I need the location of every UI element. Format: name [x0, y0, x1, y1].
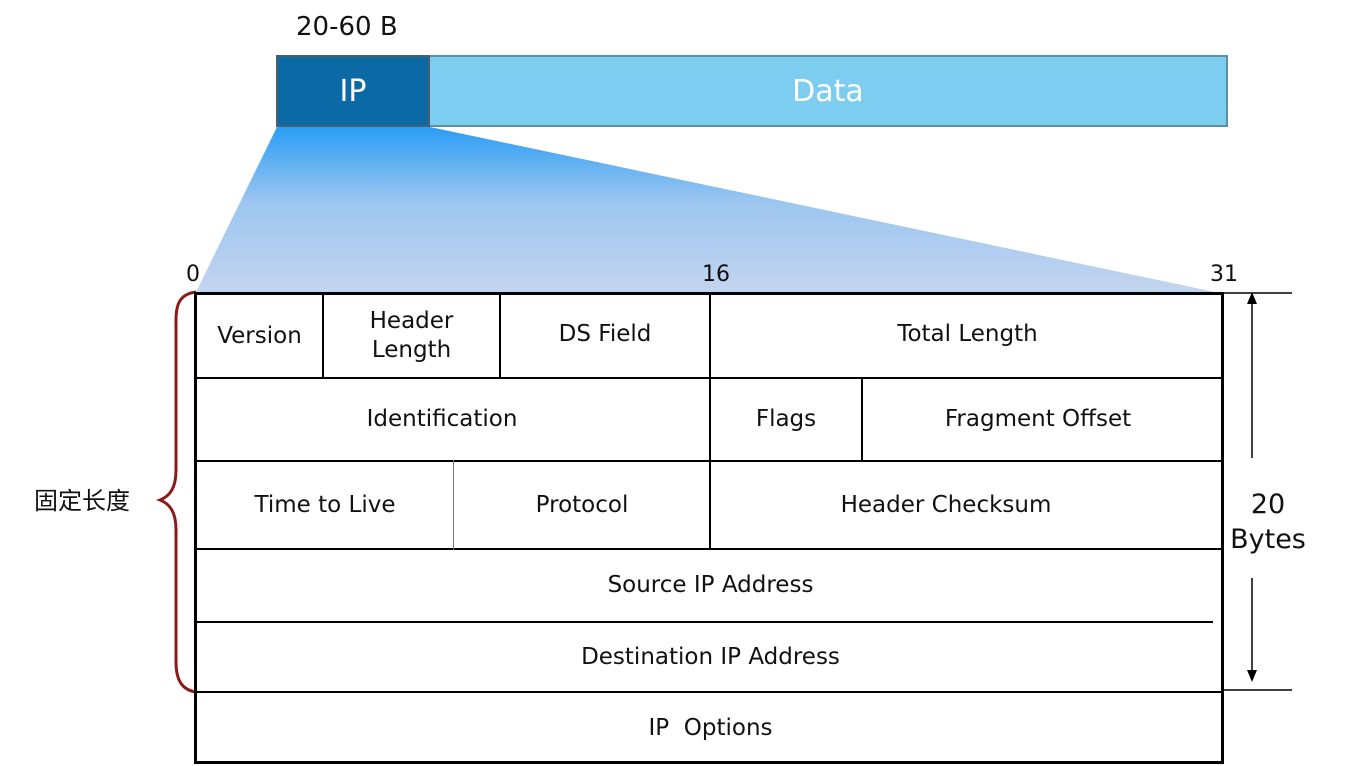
field-ttl-label: Time to Live	[254, 491, 396, 518]
col-divider-16	[709, 295, 711, 550]
field-ds-label: DS Field	[558, 320, 652, 347]
bit-label-start: 0	[186, 262, 200, 287]
bit-label-middle: 16	[702, 262, 730, 287]
col-divider-flags	[861, 377, 863, 462]
field-header-length-line2: Length	[371, 337, 452, 363]
field-header-length-line1: Header	[369, 308, 454, 335]
field-version: Version	[197, 295, 322, 377]
field-source-ip: Source IP Address	[197, 550, 1224, 621]
field-ttl: Time to Live	[197, 462, 453, 548]
bytes-label: 20 Bytes	[1230, 487, 1306, 557]
row-divider-5	[197, 691, 1224, 693]
bit-label-end: 31	[1210, 262, 1238, 287]
arrow-up-head	[1247, 292, 1257, 304]
curly-brace	[155, 290, 197, 694]
field-header-checksum-label: Header Checksum	[840, 491, 1052, 518]
arrow-down-head	[1247, 670, 1257, 682]
field-source-ip-label: Source IP Address	[607, 572, 814, 599]
field-flags-label: Flags	[755, 406, 817, 433]
field-protocol: Protocol	[455, 462, 709, 548]
col-divider-ttl	[453, 460, 454, 550]
field-header-length: Header Length	[324, 295, 499, 377]
field-protocol-label: Protocol	[535, 491, 629, 518]
bytes-value: 20	[1250, 489, 1286, 520]
field-flags: Flags	[711, 379, 861, 460]
ip-header-table: Version Header Length DS Field Total Len…	[194, 292, 1224, 764]
fixed-length-label: 固定长度	[34, 487, 130, 515]
packet-ip-segment: IP	[276, 55, 430, 127]
bytes-unit: Bytes	[1230, 524, 1306, 556]
packet-size-label: 20-60 B	[296, 12, 398, 42]
row-divider-4	[197, 621, 1213, 623]
field-fragment-offset: Fragment Offset	[863, 379, 1213, 460]
field-identification-label: Identification	[366, 406, 518, 433]
col-divider-header-length	[499, 295, 501, 379]
field-total-length-label: Total Length	[897, 320, 1038, 347]
field-identification: Identification	[197, 379, 687, 460]
field-destination-ip: Destination IP Address	[197, 623, 1224, 691]
field-ds: DS Field	[501, 295, 709, 373]
field-destination-ip-label: Destination IP Address	[581, 643, 840, 670]
field-ip-options-label: IP Options	[648, 714, 773, 741]
field-version-label: Version	[217, 322, 302, 349]
zoom-wedge	[196, 127, 1215, 292]
field-fragment-offset-label: Fragment Offset	[944, 406, 1132, 433]
packet-data-segment: Data	[430, 55, 1228, 127]
field-ip-options: IP Options	[197, 693, 1224, 763]
field-header-checksum: Header Checksum	[711, 462, 1181, 548]
col-divider-version	[322, 295, 324, 379]
field-total-length: Total Length	[711, 295, 1224, 373]
